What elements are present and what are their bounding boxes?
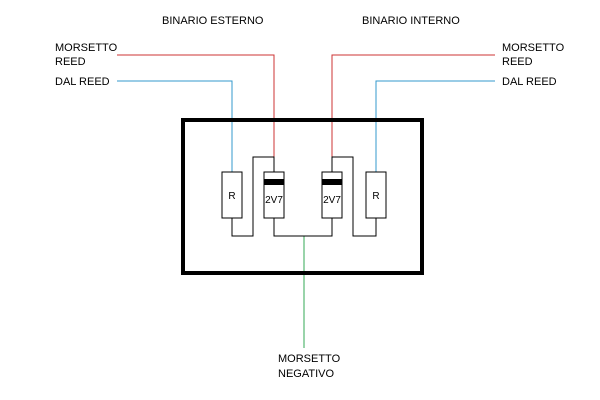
left-resistor-label: R bbox=[228, 191, 235, 202]
left-zener-band bbox=[264, 179, 284, 185]
right-reed-terminal-wire bbox=[331, 54, 495, 172]
left-zener-label: 2V7 bbox=[265, 195, 283, 206]
binario-interno-label: BINARIO INTERNO bbox=[362, 15, 460, 27]
right-morsetto-reed-label-line1: MORSETTO bbox=[502, 42, 565, 54]
right-resistor-label: R bbox=[372, 191, 379, 202]
left-morsetto-reed-label-line2: REED bbox=[55, 56, 86, 68]
enclosure-box bbox=[181, 118, 424, 275]
left-internal-wire bbox=[231, 156, 275, 237]
left-morsetto-reed-label-line1: MORSETTO bbox=[55, 42, 118, 54]
right-resistor bbox=[365, 171, 387, 219]
right-morsetto-reed-label-line2: REED bbox=[502, 56, 533, 68]
right-zener-label: 2V7 bbox=[323, 195, 341, 206]
morsetto-negativo-label-line2: NEGATIVO bbox=[278, 368, 334, 380]
left-from-reed-wire bbox=[117, 80, 233, 172]
morsetto-negativo-label-line1: MORSETTO bbox=[278, 353, 341, 365]
right-internal-wire bbox=[331, 156, 377, 237]
left-dal-reed-label: DAL REED bbox=[55, 76, 110, 88]
right-from-reed-wire bbox=[375, 80, 495, 172]
binario-esterno-label: BINARIO ESTERNO bbox=[162, 15, 264, 27]
right-zener-band bbox=[322, 179, 342, 185]
center-internal-wire bbox=[273, 218, 333, 237]
right-dal-reed-label: DAL REED bbox=[502, 76, 557, 88]
left-reed-terminal-wire bbox=[117, 54, 275, 172]
left-resistor bbox=[221, 171, 243, 219]
